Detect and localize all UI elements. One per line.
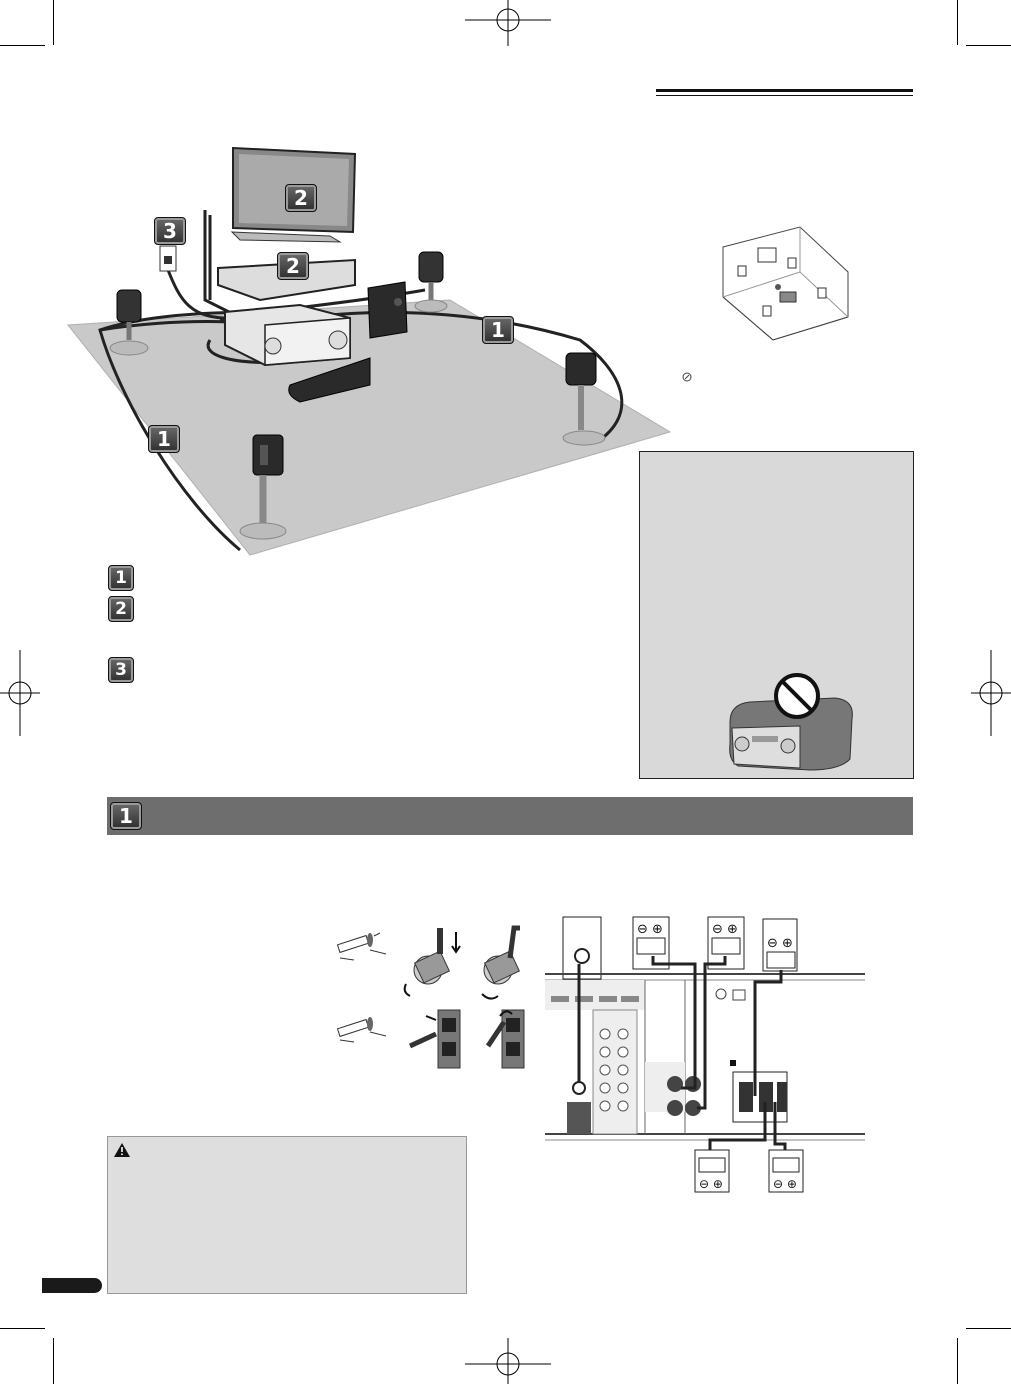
badge-speaker-connection-left: 1 (148, 425, 180, 453)
crop-mark (0, 45, 45, 46)
svg-text:⊖ ⊕: ⊖ ⊕ (637, 922, 663, 937)
registration-mark (0, 650, 40, 736)
svg-text:⊖ ⊕: ⊖ ⊕ (773, 1177, 797, 1191)
registration-mark (465, 1338, 551, 1384)
crop-mark (0, 1328, 45, 1329)
crop-mark (957, 1338, 958, 1384)
crop-mark (966, 1328, 1011, 1329)
registration-mark (971, 650, 1011, 736)
header-rule (656, 89, 913, 92)
warning-triangle-icon (114, 1143, 130, 1157)
header-rule-thin (656, 95, 913, 96)
room-setup-illustration (67, 146, 672, 556)
crop-mark (53, 0, 54, 45)
covered-receiver-illustration (729, 697, 853, 771)
legend-badge-3: 3 (108, 657, 134, 683)
no-symbol-icon (774, 673, 820, 719)
room-layout-diagram (722, 226, 849, 341)
crop-mark (957, 0, 958, 45)
svg-text:⊖ ⊕: ⊖ ⊕ (699, 1177, 723, 1191)
page-number-tab (42, 1278, 102, 1293)
note-icon (682, 372, 692, 382)
legend-badge-2: 2 (108, 596, 134, 622)
svg-text:⊖ ⊕: ⊖ ⊕ (767, 936, 793, 951)
badge-power-connection: 3 (154, 217, 186, 245)
legend-badge-1: 1 (108, 565, 134, 591)
crop-mark (53, 1338, 54, 1384)
badge-player-connection: 2 (277, 252, 309, 280)
rear-panel-connection-diagram: ⊖ ⊕ ⊖ ⊕ ⊖ ⊕ ⊖ ⊕ ⊖ ⊕ (545, 916, 865, 1193)
section-number-badge: 1 (110, 802, 142, 830)
caution-box (107, 1136, 467, 1294)
svg-text:⊖ ⊕: ⊖ ⊕ (712, 922, 738, 937)
speaker-wire-prep-illustration (336, 925, 525, 1069)
section-header-bar: 1 (107, 797, 913, 835)
crop-mark (966, 45, 1011, 46)
badge-speaker-connection-right: 1 (482, 316, 514, 344)
badge-tv-connection: 2 (285, 184, 317, 212)
ventilation-warning-box (639, 451, 914, 779)
registration-mark (465, 0, 551, 46)
